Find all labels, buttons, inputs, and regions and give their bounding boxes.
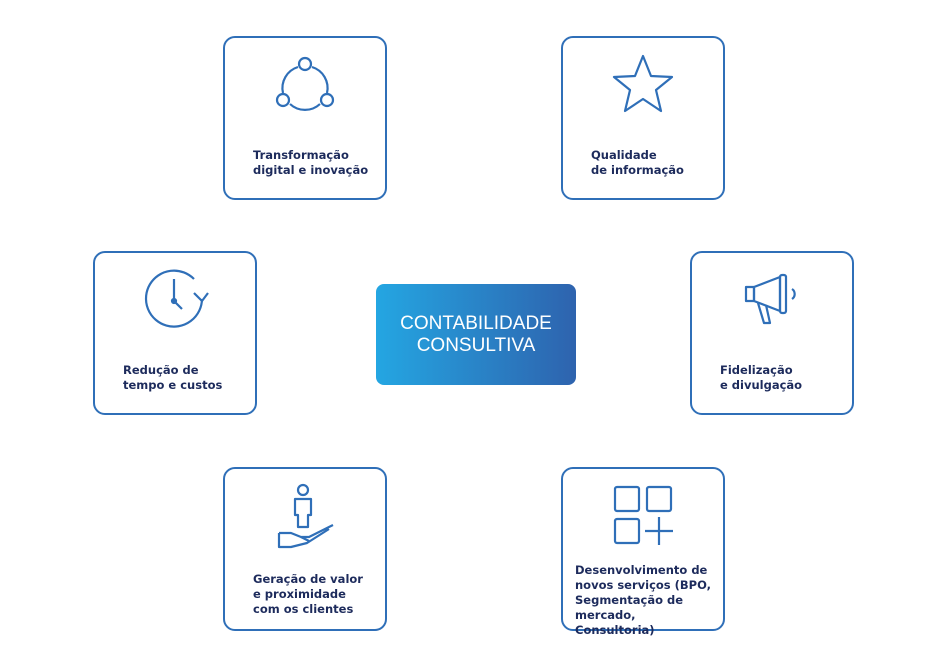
card-label: com os clientes: [253, 602, 354, 616]
card-label: Fidelização: [720, 363, 793, 377]
card-label: Redução de: [123, 363, 199, 377]
card-label: tempo e custos: [123, 378, 223, 392]
card-label: mercado, Consultoria): [575, 608, 655, 637]
card-label: de informação: [591, 163, 684, 177]
center-title-line2: CONSULTIVA: [416, 334, 536, 356]
hand-person-icon: [277, 483, 334, 549]
share-cycle-icon: [275, 56, 335, 111]
card-label: novos serviços (BPO,: [575, 578, 711, 592]
card-label: e proximidade: [253, 587, 346, 601]
card-label: Geração de valor: [253, 572, 363, 586]
card-label: Desenvolvimento de: [575, 563, 708, 577]
megaphone-icon: [744, 273, 796, 325]
card-label: digital e inovação: [253, 163, 369, 177]
card-label: Transformação: [253, 148, 349, 162]
center-title-line1: CONTABILIDADE: [400, 312, 552, 334]
card-label: Segmentação de: [575, 593, 684, 607]
card-label: e divulgação: [720, 378, 803, 392]
apps-add-icon: [613, 485, 673, 545]
star-icon: [612, 54, 674, 113]
card-label: Qualidade: [591, 148, 657, 162]
clock-icon: [144, 269, 209, 328]
central-concept-box: CONTABILIDADE CONSULTIVA: [376, 284, 576, 385]
